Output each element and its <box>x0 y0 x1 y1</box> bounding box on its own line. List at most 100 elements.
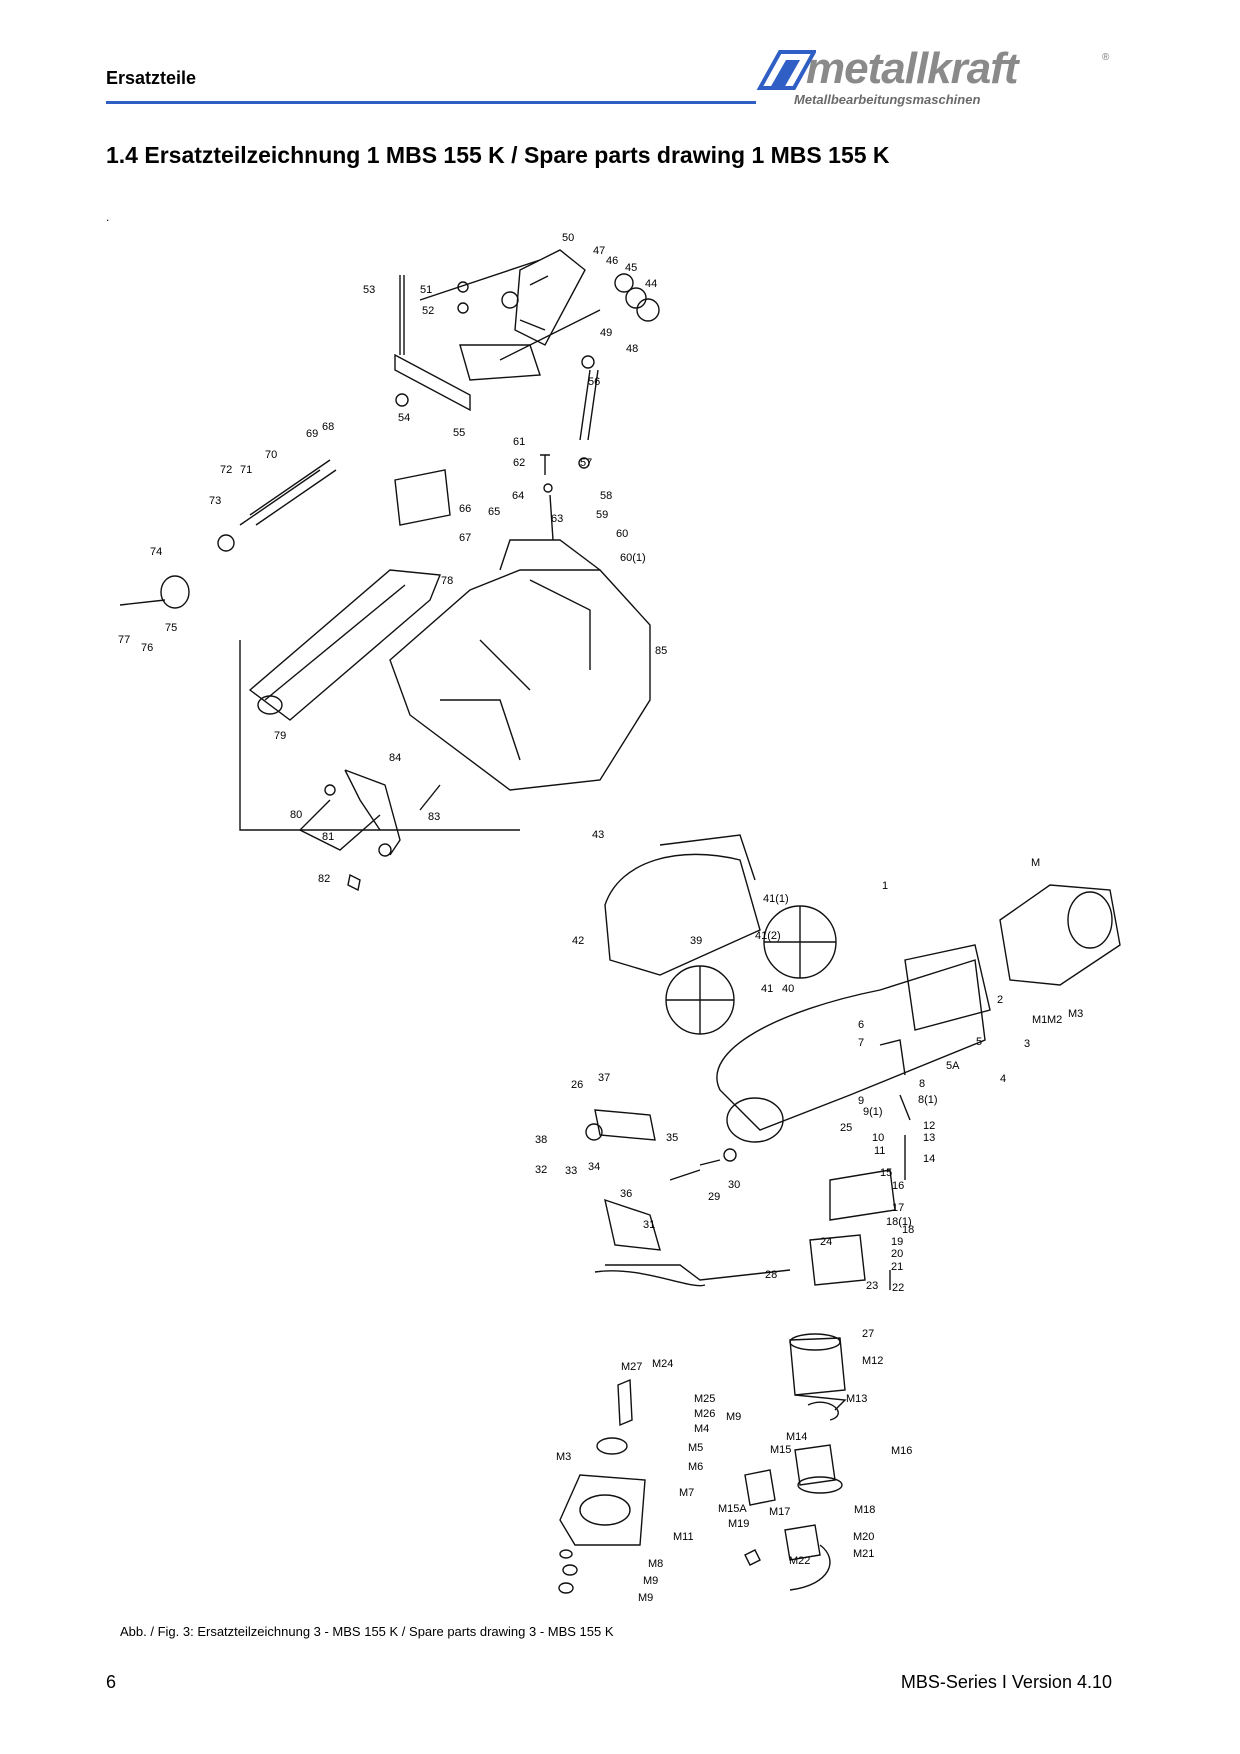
part-label: M22 <box>789 1555 810 1567</box>
part-label: 55 <box>453 427 465 439</box>
part-label: 13 <box>923 1132 935 1144</box>
part-label: 22 <box>892 1282 904 1294</box>
part-label: 64 <box>512 490 524 502</box>
part-label: 32 <box>535 1164 547 1176</box>
part-label: 84 <box>389 752 401 764</box>
part-label: 76 <box>141 642 153 654</box>
part-label: 56 <box>588 376 600 388</box>
part-label: 73 <box>209 495 221 507</box>
part-label: 4 <box>1000 1073 1006 1085</box>
logo-registered: ® <box>1102 52 1110 63</box>
part-label: 49 <box>600 327 612 339</box>
part-label: 47 <box>593 245 605 257</box>
part-label: 36 <box>620 1188 632 1200</box>
part-label: 45 <box>625 262 637 274</box>
part-label: 83 <box>428 811 440 823</box>
part-label: M20 <box>853 1531 874 1543</box>
part-label: 60(1) <box>620 552 646 564</box>
part-label: 16 <box>892 1180 904 1192</box>
part-label: 67 <box>459 532 471 544</box>
part-label: M6 <box>688 1461 703 1473</box>
part-label: M9 <box>726 1411 741 1423</box>
page-number: 6 <box>106 1672 117 1692</box>
part-label: 81 <box>322 831 334 843</box>
part-label: 30 <box>728 1179 740 1191</box>
part-label: 65 <box>488 506 500 518</box>
part-label: 69 <box>306 428 318 440</box>
part-label: 42 <box>572 935 584 947</box>
part-label: M25 <box>694 1393 715 1405</box>
part-label: M14 <box>786 1431 807 1443</box>
part-label: 19 <box>891 1236 903 1248</box>
section-header: Ersatzteile <box>106 68 197 88</box>
part-label: 33 <box>565 1165 577 1177</box>
part-label: M1 <box>1032 1014 1047 1026</box>
part-label: 82 <box>318 873 330 885</box>
part-label: 8(1) <box>918 1094 938 1106</box>
part-label: 35 <box>666 1132 678 1144</box>
part-label: 2 <box>997 994 1003 1006</box>
part-label: M11 <box>673 1531 694 1543</box>
part-label: 43 <box>592 829 604 841</box>
part-label: 54 <box>398 412 410 424</box>
part-label: 28 <box>765 1269 777 1281</box>
part-label: 79 <box>274 730 286 742</box>
part-label: 18(1) <box>886 1216 912 1228</box>
part-label: 62 <box>513 457 525 469</box>
part-label: 58 <box>600 490 612 502</box>
part-label: 77 <box>118 634 130 646</box>
part-label: M27 <box>621 1361 642 1373</box>
part-label: 34 <box>588 1161 600 1173</box>
part-label: 1 <box>882 880 888 892</box>
part-label: 25 <box>840 1122 852 1134</box>
part-label: 40 <box>782 983 794 995</box>
part-label: 48 <box>626 343 638 355</box>
part-label: M24 <box>652 1358 673 1370</box>
part-label: 21 <box>891 1261 903 1273</box>
part-label: 12 <box>923 1120 935 1132</box>
part-label: M19 <box>728 1518 749 1530</box>
part-label: 46 <box>606 255 618 267</box>
part-label: 10 <box>872 1132 884 1144</box>
part-label: 41(1) <box>763 893 789 905</box>
drawing-lines <box>119 249 1121 1594</box>
part-label: M2 <box>1047 1014 1062 1026</box>
part-label: M15A <box>718 1503 747 1515</box>
part-label: 26 <box>571 1079 583 1091</box>
part-label: 20 <box>891 1248 903 1260</box>
part-label: 61 <box>513 436 525 448</box>
part-label: 24 <box>820 1236 832 1248</box>
part-label: M9 <box>638 1592 653 1604</box>
part-label: 80 <box>290 809 302 821</box>
logo-wordmark: metallkraft <box>806 44 1019 93</box>
part-label: 9(1) <box>863 1106 883 1118</box>
part-label: 38 <box>535 1134 547 1146</box>
part-label: 15 <box>880 1167 892 1179</box>
part-label: 27 <box>862 1328 874 1340</box>
part-label: 74 <box>150 546 162 558</box>
part-label: 71 <box>240 464 252 476</box>
part-label: 17 <box>892 1202 904 1214</box>
part-label: 85 <box>655 645 667 657</box>
part-label: M13 <box>846 1393 867 1405</box>
figure-caption: Abb. / Fig. 3: Ersatzteilzeichnung 3 - M… <box>120 1624 614 1639</box>
header-rule <box>106 101 756 104</box>
part-label: 59 <box>596 509 608 521</box>
part-label: M15 <box>770 1444 791 1456</box>
part-label: 14 <box>923 1153 935 1165</box>
part-label: 41(2) <box>755 930 781 942</box>
part-label: M12 <box>862 1355 883 1367</box>
part-label: 37 <box>598 1072 610 1084</box>
part-label: 72 <box>220 464 232 476</box>
part-label: 63 <box>551 513 563 525</box>
part-label: 5A <box>946 1060 960 1072</box>
part-label: M16 <box>891 1445 912 1457</box>
part-label: M18 <box>854 1504 875 1516</box>
part-label: 23 <box>866 1280 878 1292</box>
part-label: 31 <box>643 1219 655 1231</box>
part-label: 29 <box>708 1191 720 1203</box>
part-label: M9 <box>643 1575 658 1587</box>
logo-mark-icon <box>756 50 816 90</box>
part-label: 51 <box>420 284 432 296</box>
